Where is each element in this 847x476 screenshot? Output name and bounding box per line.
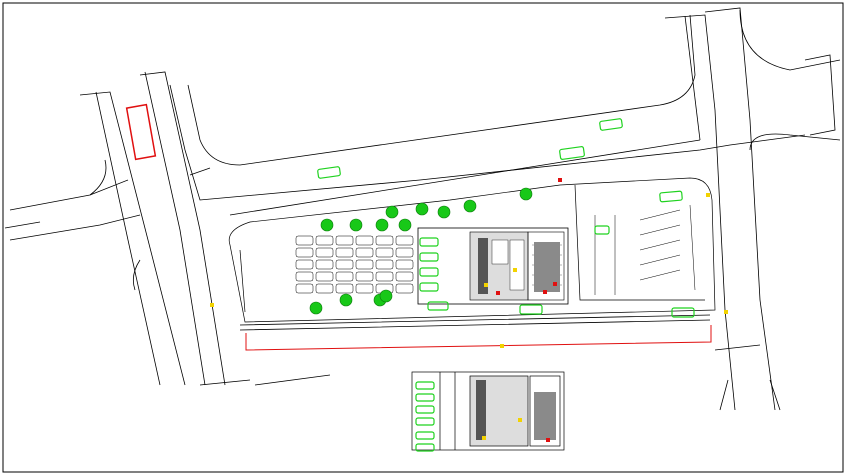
site-boundary	[228, 177, 716, 323]
right-parking-area	[594, 204, 696, 295]
parked-car	[395, 259, 414, 270]
marker	[500, 344, 504, 348]
tree	[309, 301, 323, 315]
parked-car	[335, 259, 354, 270]
tree	[398, 218, 412, 232]
vehicle-layer	[317, 118, 695, 452]
parked-car	[335, 271, 354, 282]
marker	[706, 193, 710, 197]
tree	[415, 202, 429, 216]
parked-car	[295, 271, 314, 282]
parked-car	[295, 235, 314, 246]
parked-car	[315, 235, 334, 246]
marker	[558, 178, 562, 182]
parked-car	[355, 271, 374, 282]
parked-car	[375, 271, 394, 282]
tree	[463, 199, 477, 213]
parked-car	[355, 259, 374, 270]
vehicle	[519, 304, 543, 315]
main-building	[417, 227, 569, 305]
tree	[519, 187, 533, 201]
parked-car	[395, 283, 414, 294]
vehicle	[659, 190, 683, 203]
vehicle	[559, 146, 585, 160]
marker	[482, 436, 486, 440]
parked-car	[315, 271, 334, 282]
parked-car	[315, 259, 334, 270]
marker	[543, 290, 547, 294]
parked-car	[375, 259, 394, 270]
vehicle	[415, 393, 435, 402]
marker-layer	[210, 178, 728, 442]
vehicle	[415, 417, 435, 426]
vehicle	[599, 118, 623, 131]
parked-car	[395, 271, 414, 282]
parking-grid	[295, 235, 414, 294]
tree	[379, 289, 393, 303]
parked-car	[375, 235, 394, 246]
tree	[375, 218, 389, 232]
marker	[724, 310, 728, 314]
marker	[513, 268, 517, 272]
vehicle	[415, 405, 435, 414]
vehicle	[419, 237, 439, 247]
marker	[546, 438, 550, 442]
parked-car	[335, 283, 354, 294]
parked-car	[355, 247, 374, 258]
parked-car	[395, 235, 414, 246]
vehicle	[419, 252, 439, 262]
vehicle	[415, 431, 435, 440]
tree	[385, 205, 399, 219]
parked-car	[335, 235, 354, 246]
marker	[496, 291, 500, 295]
parked-car	[295, 283, 314, 294]
vehicle	[419, 267, 439, 277]
marker	[210, 303, 214, 307]
parked-car	[335, 247, 354, 258]
marker	[484, 283, 488, 287]
vehicle	[419, 282, 439, 292]
vehicle	[317, 166, 341, 179]
parked-car	[315, 247, 334, 258]
parked-car	[395, 247, 414, 258]
site-dimension-line	[245, 325, 712, 351]
marker	[518, 418, 522, 422]
tree	[320, 218, 334, 232]
parked-car	[355, 235, 374, 246]
red-truck	[125, 103, 157, 161]
tree-layer	[309, 187, 533, 315]
vehicle	[671, 307, 695, 318]
vehicle	[427, 301, 449, 311]
vehicle	[415, 381, 435, 390]
parked-car	[375, 247, 394, 258]
parked-car	[315, 283, 334, 294]
inset-building-plan	[411, 371, 565, 451]
parked-car	[295, 247, 314, 258]
tree	[437, 205, 451, 219]
road-network	[4, 7, 841, 411]
parked-car	[295, 259, 314, 270]
vehicle	[415, 443, 435, 452]
vehicle	[594, 225, 610, 235]
marker	[553, 282, 557, 286]
tree	[339, 293, 353, 307]
tree	[349, 218, 363, 232]
parked-car	[355, 283, 374, 294]
